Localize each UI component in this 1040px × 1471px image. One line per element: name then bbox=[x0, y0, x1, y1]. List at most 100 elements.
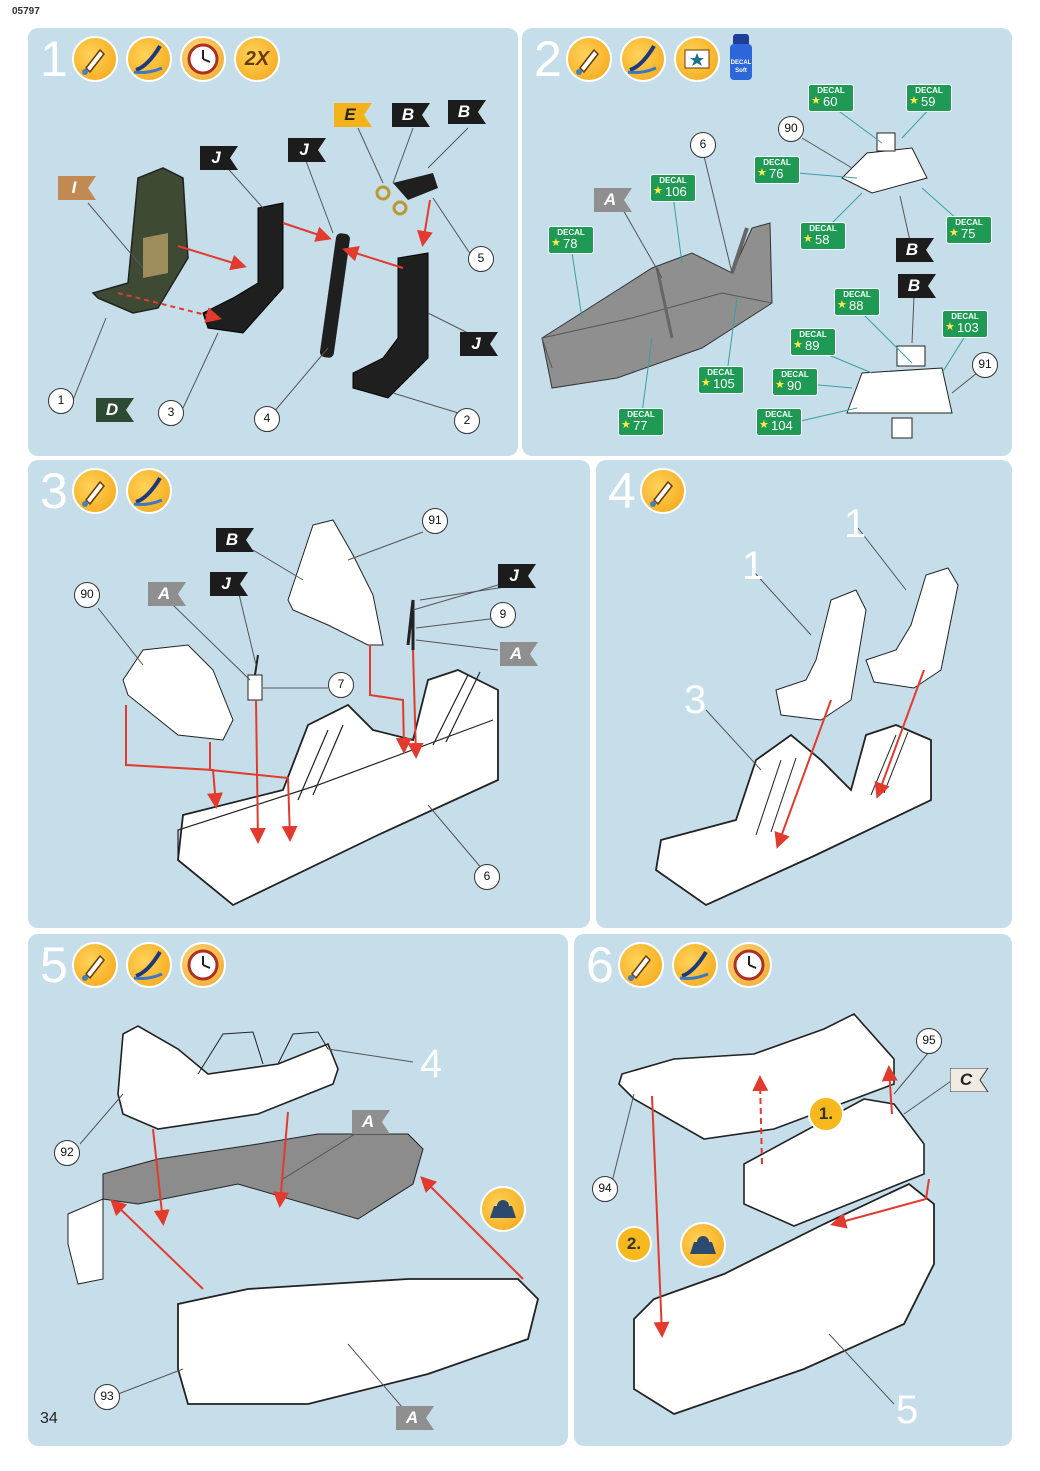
decal-marker: DECAL★89 bbox=[790, 328, 836, 356]
instrument-panel-91 bbox=[287, 519, 384, 646]
part-callout: 90 bbox=[74, 582, 100, 608]
step-6-panel: 6 C 5 95 94 1. 2. bbox=[574, 934, 1012, 1446]
paint-dropper-icon bbox=[72, 468, 118, 514]
step-number: 5 bbox=[40, 937, 68, 993]
step-number: 4 bbox=[608, 463, 636, 519]
decal-marker: DECAL★90 bbox=[772, 368, 818, 396]
paint-dropper-icon bbox=[640, 468, 686, 514]
svg-text:DECAL: DECAL bbox=[731, 60, 752, 66]
paint-brush-icon bbox=[126, 36, 172, 82]
decal-soft-bottle-icon: DECAL Soft bbox=[728, 34, 754, 82]
part-callout: 6 bbox=[474, 864, 500, 890]
part-callout: 5 bbox=[468, 246, 494, 272]
part-label: 4 bbox=[420, 1042, 443, 1086]
part-callout: 91 bbox=[972, 352, 998, 378]
decal-marker: DECAL★75 bbox=[946, 216, 992, 244]
part-callout: 4 bbox=[254, 406, 280, 432]
part-callout: 2 bbox=[454, 408, 480, 434]
control-stick-9 bbox=[406, 599, 415, 650]
step-4-illustration bbox=[655, 527, 959, 907]
tape-icon bbox=[680, 1222, 726, 1268]
decal-marker: DECAL★106 bbox=[650, 174, 696, 202]
part-flag: J bbox=[460, 332, 500, 356]
paint-brush-icon bbox=[620, 36, 666, 82]
part-callout: 94 bbox=[592, 1176, 618, 1202]
part-flag: B bbox=[448, 100, 488, 124]
control-stick-7 bbox=[247, 674, 263, 701]
paint-dropper-icon bbox=[72, 36, 118, 82]
part-flag: B bbox=[216, 528, 256, 552]
instrument-panel-90 bbox=[841, 147, 928, 194]
decal-marker: DECAL★88 bbox=[834, 288, 880, 316]
decal-marker: DECAL★103 bbox=[942, 310, 988, 338]
fuselage-lower-part bbox=[177, 1278, 539, 1405]
decal-transfer-icon bbox=[674, 36, 720, 82]
ejection-seat-part bbox=[865, 567, 959, 689]
decal-marker: DECAL★60 bbox=[808, 84, 854, 112]
part-flag: B bbox=[898, 274, 938, 298]
part-label: 1 bbox=[844, 502, 867, 546]
decal-marker: DECAL★77 bbox=[618, 408, 664, 436]
part-callout: 95 bbox=[916, 1028, 942, 1054]
part-callout: 92 bbox=[54, 1140, 80, 1166]
part-flag: J bbox=[498, 564, 538, 588]
instrument-panel-90 bbox=[122, 644, 234, 741]
drying-clock-icon bbox=[180, 942, 226, 988]
part-flag: J bbox=[288, 138, 328, 162]
decal-marker: DECAL★59 bbox=[906, 84, 952, 112]
step-1-illustration bbox=[72, 127, 479, 417]
part-callout: 93 bbox=[94, 1384, 120, 1410]
step-3-illustration bbox=[97, 519, 519, 907]
step-number: 3 bbox=[40, 463, 68, 519]
paint-brush-icon bbox=[126, 942, 172, 988]
part-callout: 6 bbox=[690, 132, 716, 158]
step-5-illustration bbox=[67, 1025, 539, 1415]
drying-clock-icon bbox=[180, 36, 226, 82]
decal-marker: DECAL★105 bbox=[698, 366, 744, 394]
ejection-seat-part bbox=[775, 589, 867, 721]
decal-marker: DECAL★104 bbox=[756, 408, 802, 436]
document-code: 05797 bbox=[12, 6, 40, 17]
part-callout: 3 bbox=[158, 400, 184, 426]
part-callout: 7 bbox=[328, 672, 354, 698]
cockpit-tub-95-part bbox=[743, 1098, 925, 1227]
assembly-sequence-badge: 2. bbox=[616, 1226, 652, 1262]
part-flag: J bbox=[210, 572, 250, 596]
fuselage-floor-part bbox=[102, 1133, 424, 1220]
tape-icon bbox=[480, 1186, 526, 1232]
part-callout: 91 bbox=[422, 508, 448, 534]
step-1-panel: 1 2X I J J E B B J D 1 2 3 4 5 bbox=[28, 28, 518, 456]
seat-frame-left-part bbox=[202, 202, 284, 334]
part-callout: 9 bbox=[490, 602, 516, 628]
decal-marker: DECAL★58 bbox=[800, 222, 846, 250]
step-number: 2 bbox=[534, 31, 562, 87]
cockpit-tub-part bbox=[541, 222, 773, 389]
seat-rod-part bbox=[319, 233, 350, 358]
paint-brush-icon bbox=[126, 468, 172, 514]
assembly-sequence-badge: 1. bbox=[808, 1096, 844, 1132]
paint-dropper-icon bbox=[566, 36, 612, 82]
cockpit-assembly-part bbox=[117, 1025, 339, 1130]
part-flag: A bbox=[500, 642, 540, 666]
decal-marker: DECAL★76 bbox=[754, 156, 800, 184]
step-3-panel: 3 B A J J A 91 90 9 7 6 bbox=[28, 460, 590, 928]
repeat-count-badge: 2X bbox=[234, 36, 280, 82]
part-flag: A bbox=[352, 1110, 392, 1134]
part-flag: A bbox=[148, 582, 188, 606]
part-flag: C bbox=[949, 1067, 990, 1093]
cockpit-tub-part bbox=[655, 724, 932, 907]
seat-frame-right-part bbox=[352, 252, 429, 399]
part-flag: I bbox=[58, 176, 98, 200]
svg-text:Soft: Soft bbox=[735, 68, 747, 74]
part-flag: E bbox=[334, 103, 374, 127]
paint-brush-icon bbox=[672, 942, 718, 988]
decal-marker: DECAL★78 bbox=[548, 226, 594, 254]
part-flag: B bbox=[392, 103, 432, 127]
part-flag: J bbox=[200, 146, 240, 170]
step-2-illustration bbox=[541, 105, 978, 439]
part-flag: D bbox=[96, 398, 136, 422]
paint-dropper-icon bbox=[618, 942, 664, 988]
step-number: 1 bbox=[40, 31, 68, 87]
part-flag: A bbox=[594, 188, 634, 212]
step-number: 6 bbox=[586, 937, 614, 993]
